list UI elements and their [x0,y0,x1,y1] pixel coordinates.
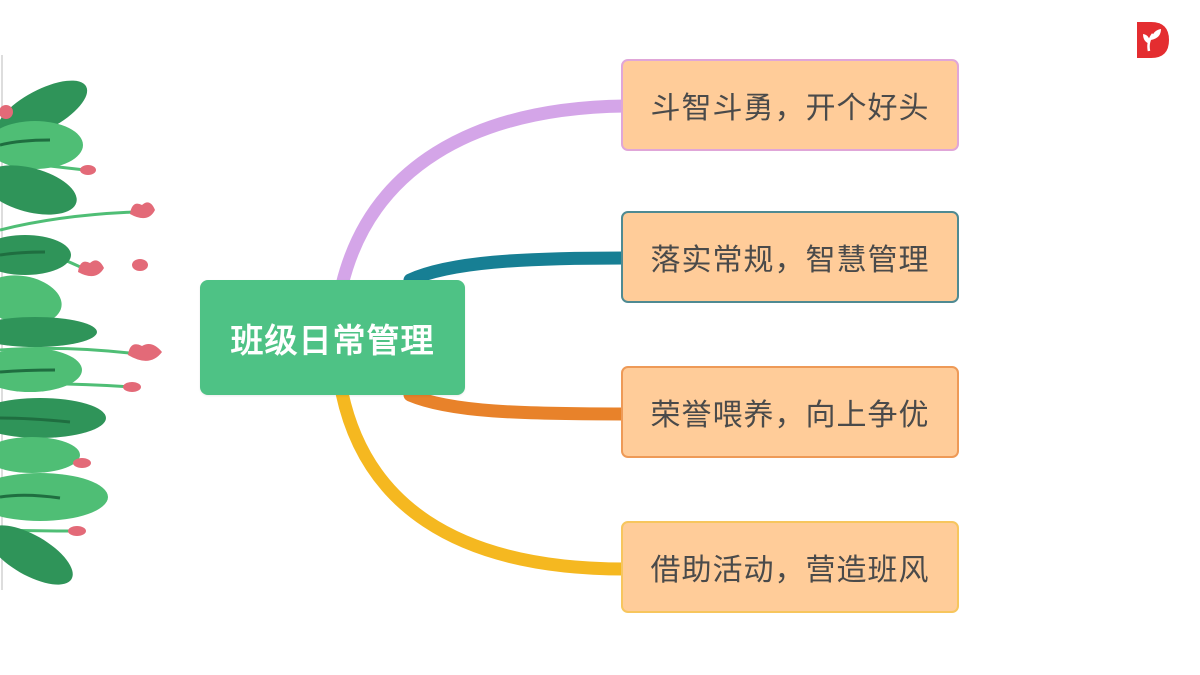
connector-line [335,99,632,292]
branch-node[interactable]: 落实常规，智慧管理 [621,211,959,303]
branch-node-label: 斗智斗勇，开个好头 [650,91,930,126]
connector-line [403,388,632,421]
connector-line [335,386,632,576]
branch-node[interactable]: 荣誉喂养，向上争优 [621,366,959,458]
branch-node-label: 荣誉喂养，向上争优 [650,398,930,433]
branch-node[interactable]: 斗智斗勇，开个好头 [621,59,959,151]
branch-node-label: 落实常规，智慧管理 [650,243,930,278]
branch-node-label: 借助活动，营造班风 [650,553,930,588]
root-node-label: 班级日常管理 [230,320,435,360]
plant-decoration [0,55,162,590]
sprout-logo-icon [1137,22,1169,58]
root-node[interactable]: 班级日常管理 [200,280,465,395]
connector-line [403,251,632,287]
branch-node[interactable]: 借助活动，营造班风 [621,521,959,613]
